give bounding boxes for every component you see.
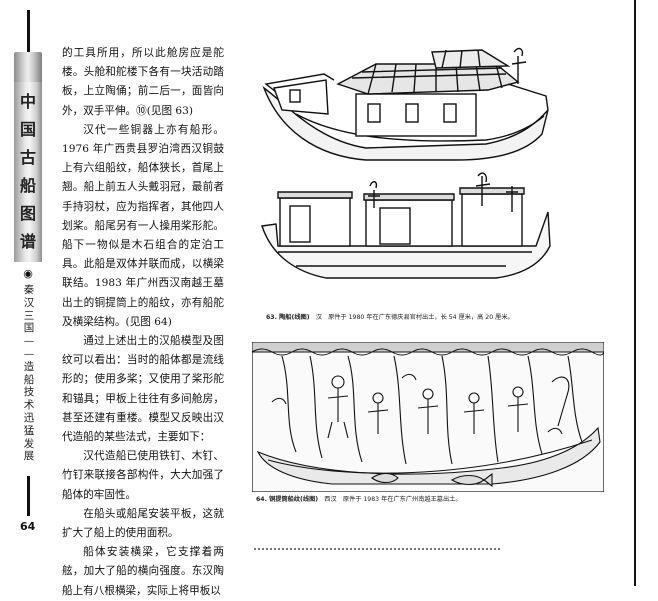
body-paragraph: 汉代造船已使用铁钉、木钉、竹钉来联接各部构件，大大加强了船体的牢固性。 [62, 450, 224, 501]
figure-64-label: 64. 铜提筒船纹(线图) [256, 496, 319, 503]
section-title-char: 秦 [23, 284, 35, 296]
section-title-char: 汉 [23, 296, 35, 309]
section-title-char: — [23, 347, 35, 360]
figure-64-text: 西汉 原件于 1983 年在广东广州南越王墓出土。 [324, 496, 462, 503]
body-paragraph: 在船头或船尾安装平板，这就扩大了船上的使用面积。 [62, 507, 224, 540]
book-title-char: 中 [19, 92, 36, 111]
section-title-char: 技 [23, 386, 35, 399]
body-paragraph: 通过上述出土的汉船模型及图纹可以看出：当时的船体都是流线形的；使用多桨；又使用了… [62, 335, 224, 444]
section-title-char: 船 [23, 373, 35, 386]
section-title-char: — [23, 335, 35, 348]
section-title-char: 造 [23, 360, 35, 373]
section-title-char: 迅 [23, 411, 35, 424]
bottom-dotted-rule [254, 548, 502, 550]
page-number: 64 [20, 520, 36, 533]
section-bullet-icon: ◉ [23, 267, 33, 280]
section-title-char: 术 [23, 399, 35, 412]
figure-63-caption: 63. 陶船(线图) 汉 原件于 1980 年在广东德庆县官村出土，长 54 厘… [266, 312, 514, 321]
book-title-char: 国 [19, 120, 36, 139]
bronze-bucket-boat-pattern-drawing [252, 342, 604, 492]
book-title-char: 古 [19, 148, 36, 167]
figure-63-text: 汉 原件于 1980 年在广东德庆县官村出土，长 54 厘米，高 20 厘米。 [315, 314, 514, 321]
book-title-banner: 中 国 古 船 图 谱 [14, 82, 42, 262]
section-title-char: 发 [23, 437, 35, 450]
section-title-char: 三 [23, 309, 35, 322]
page-edge-rule [634, 0, 636, 586]
book-title-char: 图 [19, 204, 36, 223]
figure-64-caption: 64. 铜提筒船纹(线图) 西汉 原件于 1983 年在广东广州南越王墓出土。 [256, 494, 462, 503]
sidebar-rule-top [27, 10, 30, 52]
body-paragraph: 汉代一些铜器上亦有船形。1976 年广西贵县罗泊湾西汉铜鼓上有六组船纹，船体狭长… [62, 123, 224, 328]
body-paragraph: 的工具所用，所以此舱房应是舵楼。头舱和舵楼下各有一块活动踏板，上立陶俑；前二后一… [62, 47, 224, 117]
sidebar-rule-bottom [27, 476, 30, 516]
section-title-char: 猛 [23, 424, 35, 437]
book-title-char: 谱 [19, 232, 36, 251]
section-title-char: 展 [23, 450, 35, 463]
section-title-vertical: 秦 汉 三 国 — — 造 船 技 术 迅 猛 发 展 [20, 284, 38, 463]
pottery-boat-section-drawing [261, 172, 551, 279]
body-paragraph: 船体安装横梁，它支撑着两舷，加大了船的横向强度。东汉陶船上有八根横梁，实际上将甲… [62, 546, 224, 597]
section-title-char: 国 [23, 322, 35, 335]
pottery-boat-elevation-drawing [262, 47, 549, 161]
body-text-column: 的工具所用，所以此舱房应是舵楼。头舱和舵楼下各有一块活动踏板，上立陶俑；前二后一… [62, 44, 224, 601]
figure-63-label: 63. 陶船(线图) [266, 314, 310, 321]
book-title-char: 船 [19, 176, 36, 195]
